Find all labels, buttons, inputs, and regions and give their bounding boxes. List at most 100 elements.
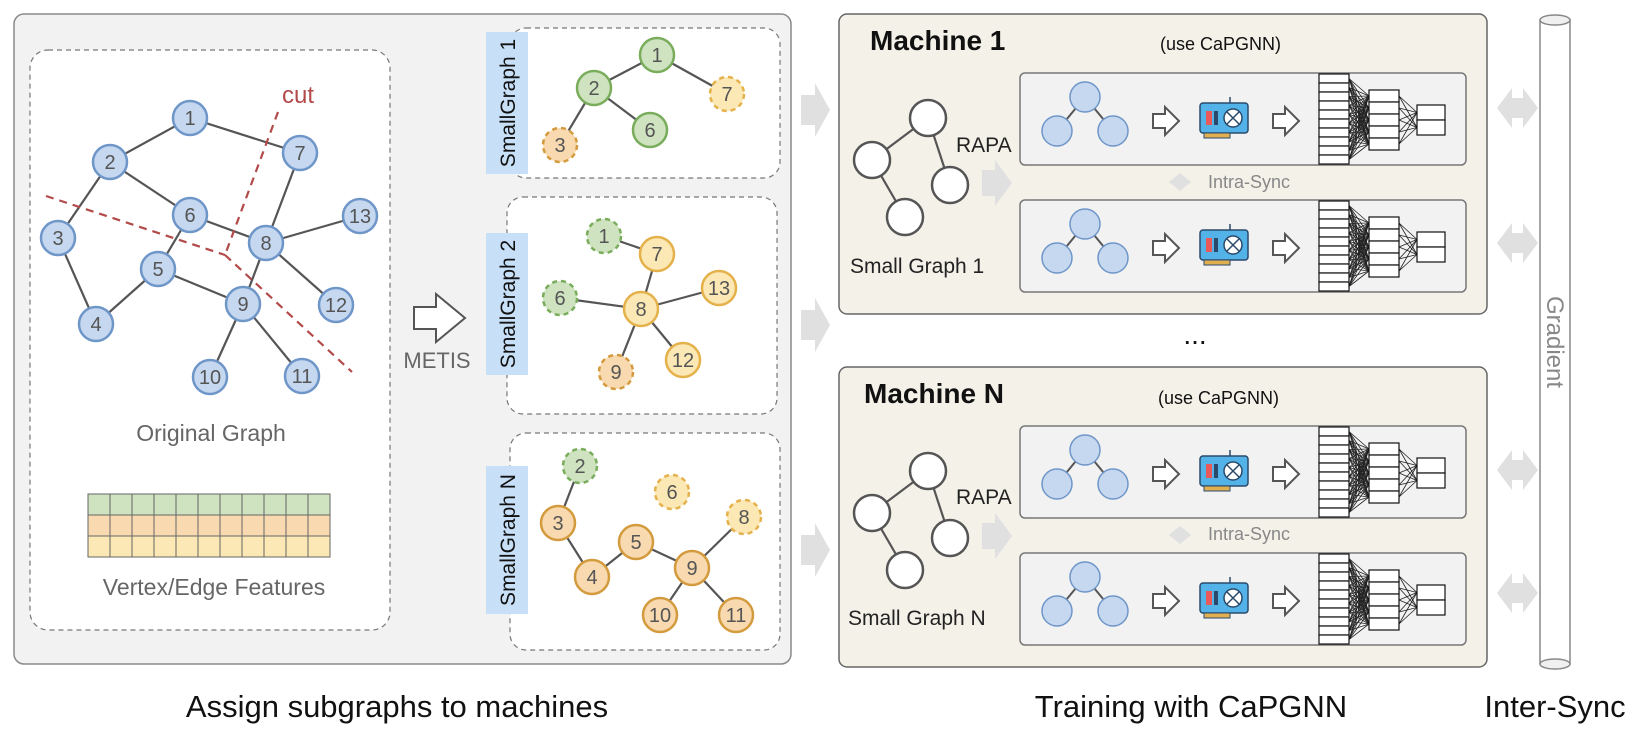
sgn-node-6-label: 6 xyxy=(666,482,677,504)
feature-cell xyxy=(153,493,177,516)
machine-n-worker-1-arrow-icon xyxy=(1152,457,1181,491)
machine-1-rapa: RAPA xyxy=(956,134,1012,157)
machines-ellipsis: ... xyxy=(1183,319,1206,350)
sg2-node-7-label: 7 xyxy=(651,244,662,266)
machine-n-worker-2-network xyxy=(1318,553,1446,645)
feature-cell xyxy=(153,514,177,537)
original-node-2: 2 xyxy=(91,143,129,181)
gradient-label: Gradient xyxy=(1541,296,1568,388)
sgn-node-4-label: 4 xyxy=(586,567,597,589)
sg2-node-7: 7 xyxy=(638,235,676,273)
feature-cell xyxy=(175,514,199,537)
sgn-node-5: 5 xyxy=(617,523,655,561)
original-node-1-label: 1 xyxy=(184,108,195,130)
original-node-10-label: 10 xyxy=(199,367,221,389)
original-graph-title: Original Graph xyxy=(136,420,286,446)
original-node-7-label: 7 xyxy=(294,143,305,165)
original-node-1: 1 xyxy=(171,99,209,137)
machine-n-graph-label: Small Graph N xyxy=(848,607,986,630)
sg2-node-8-label: 8 xyxy=(635,299,646,321)
inter-sync-arrow-3 xyxy=(1497,450,1538,490)
original-node-6-label: 6 xyxy=(184,205,195,227)
machine-n-worker-1-tree xyxy=(1041,434,1129,500)
original-node-3-label: 3 xyxy=(52,228,63,250)
machine-1-worker-2-arrow2-icon xyxy=(1272,231,1301,265)
feature-cell xyxy=(285,514,309,537)
machine-internals xyxy=(852,72,1467,646)
original-node-2-label: 2 xyxy=(104,152,115,174)
machine-n-intra-sync-icon xyxy=(1169,526,1191,544)
machine-n-worker-2-tree xyxy=(1041,561,1129,627)
machine-n-worker-2 xyxy=(1019,552,1467,646)
sg2-node-1-label: 1 xyxy=(598,226,609,248)
original-node-4-label: 4 xyxy=(90,314,101,336)
sgn-node-3: 3 xyxy=(539,504,577,542)
machine-1-worker-1-network xyxy=(1318,73,1446,165)
machine-n-note: (use CaPGNN) xyxy=(1158,388,1279,408)
machine-n-intra-sync: Intra-Sync xyxy=(1208,524,1290,544)
machine-n-worker-2-arrow2-icon xyxy=(1272,584,1301,618)
sg2-node-9-label: 9 xyxy=(610,362,621,384)
feature-cell xyxy=(241,535,265,558)
sgn-node-10-label: 10 xyxy=(649,605,671,627)
sg1-node-2: 2 xyxy=(575,69,613,107)
sgn-node-10: 10 xyxy=(641,596,679,634)
subgraph-tag-n xyxy=(486,466,528,614)
machine-n-rapa: RAPA xyxy=(956,486,1012,509)
original-node-9-label: 9 xyxy=(237,294,248,316)
metis-label: METIS xyxy=(403,348,470,373)
sg1-node-1-label: 1 xyxy=(651,45,662,67)
subgraph-tag-1 xyxy=(486,32,528,174)
sgn-node-9-label: 9 xyxy=(686,558,697,580)
feature-cell xyxy=(219,493,243,516)
sgn-node-11: 11 xyxy=(717,596,755,634)
sgn-node-3-label: 3 xyxy=(552,513,563,535)
sg2-node-13-label: 13 xyxy=(708,278,730,300)
sgn-node-6: 6 xyxy=(653,473,691,511)
original-node-4: 4 xyxy=(77,305,115,343)
feature-cell xyxy=(175,535,199,558)
subgraph-label-2: SmallGraph 2 xyxy=(497,240,520,368)
machine-1-note: (use CaPGNN) xyxy=(1160,34,1281,54)
sg1-node-7: 7 xyxy=(708,75,746,113)
feature-cell xyxy=(131,535,155,558)
machine-n-worker-1-gpu-icon xyxy=(1199,450,1249,492)
original-node-8-label: 8 xyxy=(260,233,271,255)
features-label: Vertex/Edge Features xyxy=(103,574,325,600)
gradient-column: Gradient xyxy=(1539,14,1571,670)
sgn-node-8-label: 8 xyxy=(738,507,749,529)
sg1-node-3-label: 3 xyxy=(554,135,565,157)
sgn-node-8: 8 xyxy=(725,498,763,536)
caption-training: Training with CaPGNN xyxy=(1035,689,1347,724)
feature-cell xyxy=(263,514,287,537)
original-node-12: 12 xyxy=(317,286,355,324)
machine-1-feed-arrow xyxy=(982,160,1012,206)
sg2-node-8: 8 xyxy=(622,290,660,328)
original-graph-box xyxy=(29,49,391,631)
machine-1-worker-1-gpu-icon xyxy=(1199,97,1249,139)
original-node-12-label: 12 xyxy=(325,295,347,317)
sg1-node-1: 1 xyxy=(638,36,676,74)
sg2-node-13: 13 xyxy=(700,269,738,307)
feature-cell xyxy=(219,514,243,537)
sgn-node-5-label: 5 xyxy=(630,532,641,554)
machine-n-worker-1-network xyxy=(1318,426,1446,518)
inter-sync-arrows xyxy=(1497,88,1538,613)
gradient-bar xyxy=(1539,19,1571,665)
metis-arrow-icon xyxy=(413,291,467,345)
original-node-6: 6 xyxy=(171,196,209,234)
machine-1-worker-1-tree xyxy=(1041,81,1129,147)
machine-1-title: Machine 1 xyxy=(870,25,1005,56)
sgn-node-11-label: 11 xyxy=(726,605,747,627)
feature-cell xyxy=(307,535,331,558)
feature-cell xyxy=(109,535,133,558)
sg1-node-7-label: 7 xyxy=(721,84,732,106)
feature-cell xyxy=(87,514,111,537)
subgraph-label-n: SmallGraph N xyxy=(497,474,520,606)
sg2-node-9: 9 xyxy=(597,353,635,391)
cut-label: cut xyxy=(282,82,314,109)
